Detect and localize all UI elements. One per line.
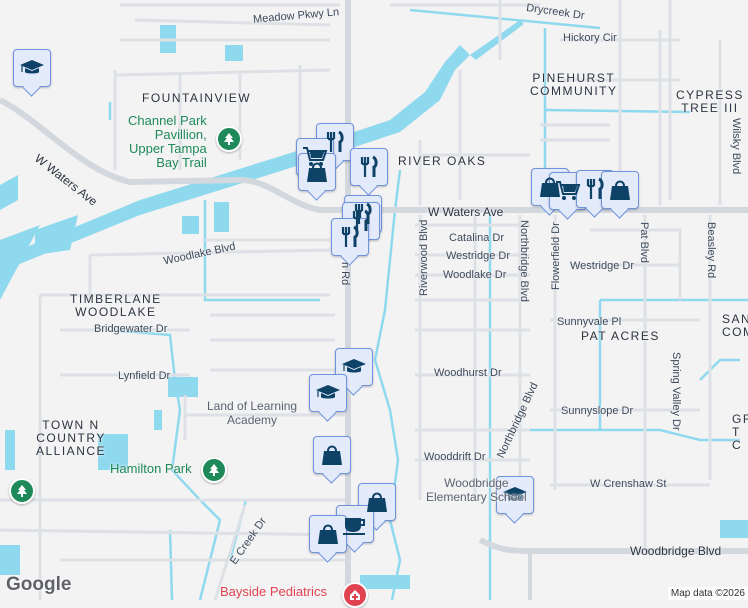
- pond: [360, 575, 410, 589]
- restaurant-icon: [360, 155, 378, 177]
- map-marker-shopping-bag[interactable]: [358, 483, 396, 521]
- shopping-bag-icon: [318, 524, 338, 544]
- neighborhood-label: RIVER OAKS: [398, 154, 487, 168]
- map-marker-shopping-bag[interactable]: [298, 153, 336, 191]
- pond: [0, 175, 18, 210]
- street-label: Sunnyvale Pl: [557, 316, 622, 328]
- shopping-bag-icon: [540, 177, 560, 197]
- pond: [5, 430, 15, 470]
- street-label: Flowerfield Dr: [550, 222, 562, 290]
- pond: [720, 520, 748, 538]
- canal: [470, 20, 524, 60]
- neighborhood-label: FOUNTAINVIEW: [142, 91, 252, 105]
- street-label: Woodbridge Blvd: [630, 544, 722, 558]
- map-marker-school[interactable]: [496, 476, 534, 514]
- street-label: Beasley Rd: [705, 222, 717, 279]
- pond: [182, 216, 199, 234]
- canal: [0, 45, 470, 272]
- school-icon: [503, 487, 527, 501]
- map-marker-shopping-bag[interactable]: [313, 436, 351, 474]
- neighborhood-label: PINEHURST COMMUNITY: [530, 71, 618, 98]
- shopping-bag-icon: [322, 445, 342, 465]
- map-attribution[interactable]: Map data ©2026: [667, 587, 748, 600]
- street-label: Catalina Dr: [449, 232, 505, 244]
- street-label: Sunnyslope Dr: [561, 405, 634, 417]
- street-label: Northbridge Blvd: [518, 220, 530, 302]
- neighborhood-label: SAN COM: [722, 312, 748, 339]
- restaurant-icon: [326, 130, 344, 152]
- creeks: [107, 8, 748, 600]
- map-marker-school[interactable]: [13, 49, 51, 87]
- park-tree-icon[interactable]: [9, 478, 35, 504]
- map-marker-restaurant[interactable]: [350, 148, 388, 186]
- street-label: Wooddrift Dr: [424, 451, 486, 463]
- map-marker-shopping-cart[interactable]: [549, 172, 587, 210]
- street-label: Lynfield Dr: [118, 370, 171, 382]
- pond: [225, 45, 243, 61]
- neighborhood-label: GR T C: [732, 412, 748, 452]
- map-marker-school[interactable]: [309, 374, 347, 412]
- pond: [35, 215, 78, 255]
- map-marker-restaurant[interactable]: [331, 218, 369, 256]
- shopping-bag-icon: [367, 492, 387, 512]
- map-marker-shopping-bag[interactable]: [309, 515, 347, 553]
- school-icon: [316, 385, 340, 399]
- pond: [0, 225, 40, 300]
- pond: [168, 377, 198, 397]
- place-label-bayside-pediatrics[interactable]: Bayside Pediatrics: [220, 584, 327, 599]
- street-label: Westridge Dr: [570, 260, 634, 272]
- w-waters-ave-road: [0, 97, 748, 213]
- street-label: Spring Valley Dr: [670, 352, 682, 431]
- shopping-cart-icon: [556, 181, 581, 200]
- pond: [214, 202, 229, 232]
- hospital-icon[interactable]: [342, 582, 368, 608]
- coffee-icon: [343, 518, 365, 535]
- street-label: Westridge Dr: [446, 250, 510, 262]
- street-label: Wilsky Blvd: [730, 118, 742, 175]
- street-label: Pat Blvd: [638, 222, 650, 263]
- street-label: Hickory Cir: [563, 32, 617, 44]
- street-label: Bridgewater Dr: [94, 323, 168, 335]
- shopping-bag-icon: [610, 180, 630, 200]
- school-icon: [20, 60, 44, 74]
- park-tree-icon[interactable]: [216, 126, 242, 152]
- restaurant-icon: [352, 209, 370, 231]
- street-label: Woodhurst Dr: [434, 367, 502, 379]
- street-label: n Rd: [339, 262, 351, 286]
- map-marker-shopping-bag[interactable]: [601, 171, 639, 209]
- school-icon: [342, 359, 366, 373]
- street-label: W Waters Ave: [428, 205, 504, 219]
- shopping-cart-icon: [303, 147, 328, 166]
- park-tree-icon[interactable]: [201, 457, 227, 483]
- pond: [98, 434, 128, 470]
- restaurant-icon: [341, 225, 359, 247]
- street-label: W Crenshaw St: [590, 478, 667, 490]
- shopping-bag-icon: [307, 162, 327, 182]
- place-label-hamilton-park[interactable]: Hamilton Park: [110, 461, 192, 476]
- map-marker-coffee[interactable]: [336, 505, 374, 543]
- place-label-channel-park[interactable]: Channel Park Pavillion, Upper Tampa Bay …: [128, 113, 207, 170]
- street-label: Riverwood Blvd: [418, 219, 430, 296]
- restaurant-icon: [586, 177, 604, 199]
- minor-roads: [0, 0, 722, 600]
- pond: [0, 545, 20, 575]
- neighborhood-label: PAT ACRES: [581, 329, 660, 343]
- place-label-woodbridge-elementary[interactable]: Woodbridge Elementary School: [426, 476, 527, 504]
- google-logo: Google: [6, 574, 72, 595]
- place-label-land-of-learning[interactable]: Land of Learning Academy: [207, 399, 298, 427]
- neighborhood-label: CYPRESS TREE III: [676, 88, 744, 115]
- map-marker-school[interactable]: [335, 348, 373, 386]
- street-label: Woodlake Dr: [443, 269, 507, 281]
- neighborhood-label: TIMBERLANE WOODLAKE: [70, 292, 162, 319]
- map-marker-shopping-bag[interactable]: [531, 168, 569, 206]
- pond: [154, 410, 162, 430]
- neighborhood-label: TOWN N COUNTRY ALLIANCE: [36, 418, 107, 458]
